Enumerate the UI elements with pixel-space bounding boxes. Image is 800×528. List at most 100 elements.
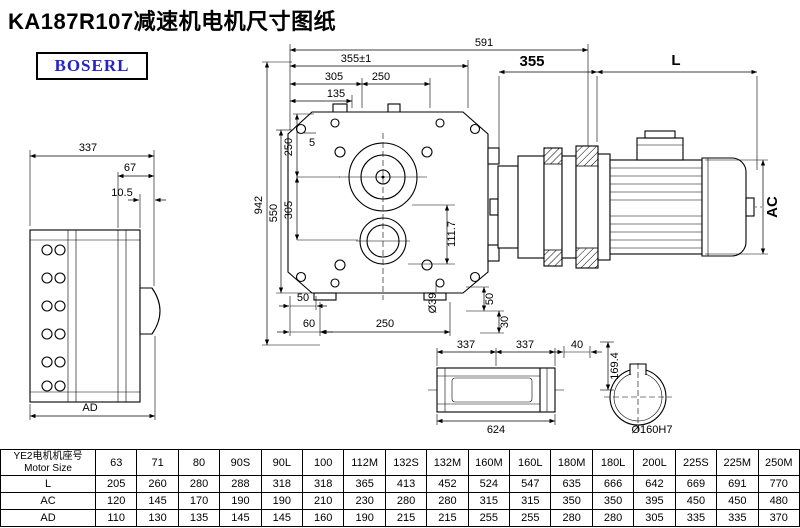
- L-value: 669: [674, 475, 718, 493]
- motor-dimension-table: YE2电机机座号 Motor Size 63 71 80 90S 90L 100…: [0, 449, 800, 527]
- AD-value: 145: [219, 509, 262, 527]
- dim-550: 550: [268, 204, 280, 222]
- dim-355-motor: 355: [519, 53, 544, 70]
- AD-value: 280: [591, 509, 635, 527]
- dim-250-bottom: 250: [376, 318, 394, 330]
- boserl-logo: BOSERL: [36, 52, 148, 80]
- motor-size-160m: 160M: [467, 449, 511, 476]
- motor-size-80: 80: [177, 449, 221, 476]
- AC-value: 280: [426, 492, 469, 510]
- gearbox-front-view: 591 355±1 305 250 135 942 550 250 305 5: [253, 37, 589, 346]
- AC-value: 190: [260, 492, 304, 510]
- AC-value: 350: [591, 492, 635, 510]
- L-value: 280: [177, 475, 221, 493]
- motor-size-63: 63: [94, 449, 138, 476]
- dim-50-bottom-right: 50: [484, 293, 496, 305]
- dim-d39: Ø39: [427, 293, 439, 314]
- motor-size-250m: 250M: [757, 449, 800, 476]
- AD-value: 280: [550, 509, 593, 527]
- AC-value: 315: [509, 492, 552, 510]
- dim-ad: AD: [82, 402, 97, 414]
- motor-size-90l: 90L: [260, 449, 304, 476]
- AD-value: 255: [467, 509, 511, 527]
- AD-value: 255: [509, 509, 552, 527]
- AD-value: 370: [757, 509, 800, 527]
- dim-624: 624: [487, 424, 505, 436]
- AC-value: 280: [384, 492, 428, 510]
- motor-fins: [610, 167, 702, 249]
- AD-value: 335: [716, 509, 759, 527]
- boserl-logo-text: BOSERL: [54, 56, 130, 75]
- dim-60: 60: [303, 318, 315, 330]
- L-value: 260: [136, 475, 179, 493]
- row-label-AD: AD: [0, 509, 96, 527]
- L-value: 205: [94, 475, 138, 493]
- bolt-holes: [41, 244, 66, 392]
- motor-body: [609, 159, 703, 255]
- AC-value: 120: [94, 492, 138, 510]
- motor-size-header: YE2电机机座号 Motor Size: [0, 449, 96, 476]
- row-label-AC: AC: [0, 492, 96, 510]
- AC-value: 315: [467, 492, 511, 510]
- L-value: 413: [384, 475, 428, 493]
- motor-size-112m: 112M: [343, 449, 386, 476]
- dim-337-side: 337: [79, 142, 97, 154]
- AC-value: 450: [674, 492, 718, 510]
- AD-value: 215: [426, 509, 469, 527]
- L-value: 318: [302, 475, 345, 493]
- AC-value: 450: [716, 492, 759, 510]
- terminal-box: [636, 137, 684, 161]
- dim-50-bottom-left: 50: [297, 292, 309, 304]
- motor-size-180m: 180M: [550, 449, 593, 476]
- motor-size-225s: 225S: [674, 449, 718, 476]
- L-value: 770: [757, 475, 800, 493]
- motor-assembly-view: 355 L AC: [489, 52, 781, 269]
- dim-305-top: 305: [325, 71, 343, 83]
- dim-L: L: [671, 52, 680, 69]
- page-title: KA187R107减速机电机尺寸图纸: [8, 9, 337, 34]
- AC-value: 170: [177, 492, 221, 510]
- table-row-L: L 205 260 280 288 318 318 365 413 452 52…: [0, 475, 800, 493]
- lower-bore: [356, 217, 410, 265]
- AD-value: 335: [674, 509, 718, 527]
- AD-value: 160: [302, 509, 345, 527]
- dim-337-shaft-1: 337: [457, 339, 475, 351]
- fan-cover: [701, 157, 747, 257]
- AC-value: 190: [219, 492, 262, 510]
- dim-10-5: 10.5: [111, 187, 132, 199]
- dim-169-4: 169.4: [609, 352, 621, 380]
- dim-250-top: 250: [372, 71, 390, 83]
- L-value: 547: [509, 475, 552, 493]
- motor-size-100: 100: [302, 449, 345, 476]
- AD-value: 110: [94, 509, 138, 527]
- AC-value: 210: [302, 492, 345, 510]
- dim-250-left: 250: [283, 138, 295, 156]
- motor-size-header-en: Motor Size: [24, 462, 72, 474]
- AD-value: 190: [343, 509, 386, 527]
- AC-value: 395: [633, 492, 676, 510]
- output-shaft-boss: [139, 287, 161, 335]
- dim-111-7: 111.7: [446, 221, 458, 247]
- reducer-housing: [497, 165, 519, 249]
- gearbox-housing: [287, 111, 489, 294]
- row-label-L: L: [0, 475, 96, 493]
- dim-AC: AC: [764, 196, 781, 218]
- AC-value: 480: [757, 492, 800, 510]
- AC-value: 145: [136, 492, 179, 510]
- L-value: 642: [633, 475, 676, 493]
- gearbox-side-view: 337 67 10.5 AD: [29, 142, 166, 420]
- dim-5: 5: [309, 137, 315, 149]
- table-row-AD: AD 110 130 135 145 145 160 190 215 215 2…: [0, 509, 800, 527]
- L-value: 691: [716, 475, 759, 493]
- table-row-AC: AC 120 145 170 190 190 210 230 280 280 3…: [0, 492, 800, 510]
- L-value: 666: [591, 475, 635, 493]
- output-bore: [339, 133, 427, 300]
- AD-value: 305: [633, 509, 676, 527]
- shaft-detail-view: 337 337 624: [428, 339, 566, 436]
- dim-67: 67: [124, 162, 136, 174]
- bore-detail-view: 40 169.4 Ø160H7: [552, 339, 672, 436]
- table-header-row: YE2电机机座号 Motor Size 63 71 80 90S 90L 100…: [0, 449, 800, 476]
- AD-value: 130: [136, 509, 179, 527]
- motor-size-200l: 200L: [633, 449, 676, 476]
- dim-355-tol: 355±1: [341, 53, 372, 65]
